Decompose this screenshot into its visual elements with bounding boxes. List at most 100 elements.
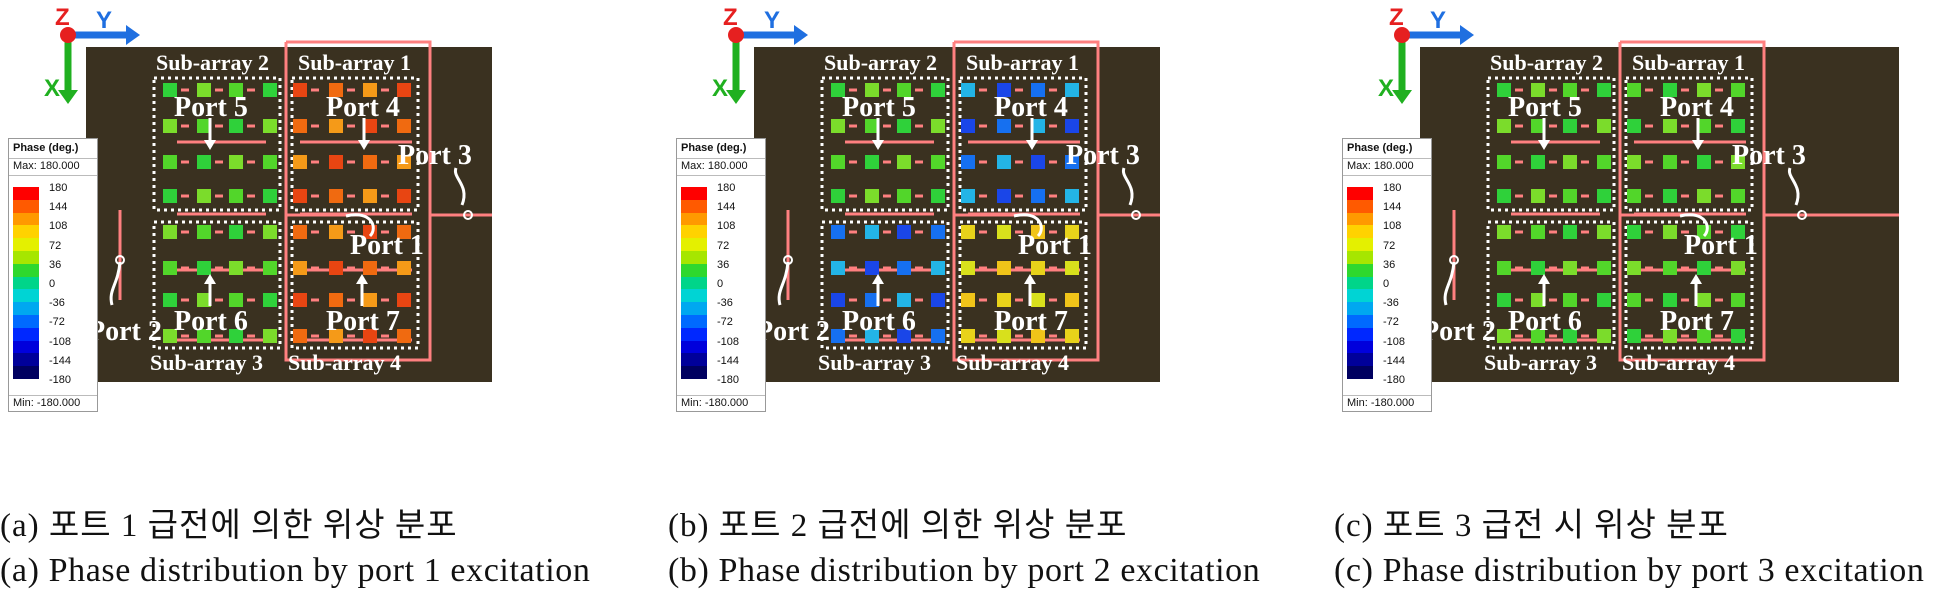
legend-tick-label: -108 — [49, 335, 72, 348]
radiating-patch — [197, 261, 211, 275]
legend-tick-label: 180 — [717, 182, 736, 194]
radiating-patch — [865, 155, 879, 169]
radiating-patch — [293, 155, 307, 169]
radiating-patch — [329, 293, 343, 307]
port2-curved-arrow — [777, 261, 790, 306]
patch-feed-dash — [1549, 230, 1557, 234]
arrow-head — [872, 140, 884, 150]
patch-feed-dash — [979, 88, 987, 92]
radiating-patch — [363, 155, 377, 169]
radiating-patch — [1697, 83, 1711, 97]
caption-english: (b) Phase distribution by port 2 excitat… — [668, 552, 1261, 589]
radiating-patch — [831, 189, 845, 203]
patch-feed-dash — [347, 194, 355, 198]
legend-tick-label: 0 — [1383, 278, 1390, 290]
patch-feed-dash — [247, 194, 255, 198]
radiating-patch — [197, 225, 211, 239]
patch-feed-dash — [347, 124, 355, 128]
patch-feed-dash — [979, 230, 987, 234]
colorbar-segment — [1347, 263, 1373, 277]
radiating-patch — [1663, 293, 1677, 307]
patch-feed-dash — [311, 298, 319, 302]
arrow-head — [1024, 274, 1036, 284]
radiating-patch — [329, 329, 343, 343]
sub-array-box — [290, 76, 420, 212]
radiating-patch — [961, 329, 975, 343]
patch-feed-dash — [215, 298, 223, 302]
patch-feed-dash — [181, 160, 189, 164]
colorbar-segment — [13, 302, 39, 315]
arrow-head — [1026, 140, 1038, 150]
sub-array-box — [820, 76, 950, 212]
patch-feed-dash — [181, 124, 189, 128]
port4-label: Port 4 — [994, 92, 1068, 123]
y-axis-label: Y — [96, 7, 112, 34]
radiating-patch — [865, 119, 879, 133]
radiating-patch — [1031, 155, 1045, 169]
patch-feed-dash — [1515, 160, 1523, 164]
radiating-patch — [997, 155, 1011, 169]
x-axis-label: X — [712, 75, 728, 102]
patch-feed-dash — [1515, 230, 1523, 234]
colorbar-segment — [681, 238, 707, 251]
patch-feed-dash — [1681, 124, 1689, 128]
radiating-patch — [931, 261, 945, 275]
colorbar-segment — [681, 199, 707, 213]
patch-feed-dash — [1549, 124, 1557, 128]
colorbar-segment — [1347, 187, 1373, 200]
patch-feed-dash — [915, 88, 923, 92]
arrow-head — [204, 274, 216, 284]
radiating-patch — [1627, 261, 1641, 275]
radiating-patch — [831, 83, 845, 97]
patch-feed-dash — [1645, 266, 1653, 270]
patch-feed-dash — [849, 88, 857, 92]
patch-feed-dash — [181, 88, 189, 92]
patch-feed-dash — [979, 160, 987, 164]
radiating-patch — [831, 293, 845, 307]
legend-tick-label: 72 — [1383, 239, 1396, 252]
patch-feed-dash — [1015, 266, 1023, 270]
arrow-head — [872, 274, 884, 284]
legend-tick-label: -36 — [49, 297, 65, 310]
patch-feed-dash — [1581, 266, 1589, 270]
patch-feed-dash — [883, 88, 891, 92]
radiating-patch — [397, 189, 411, 203]
sub2-label: Sub-array 2 — [1490, 50, 1603, 75]
port4-label: Port 4 — [1660, 92, 1734, 123]
patch-feed-dash — [181, 194, 189, 198]
radiating-patch — [363, 261, 377, 275]
patch-feed-dash — [311, 88, 319, 92]
patch-feed-dash — [215, 194, 223, 198]
x-axis-arrow-head — [726, 90, 746, 104]
radiating-patch — [1065, 119, 1079, 133]
radiating-patch — [865, 225, 879, 239]
radiating-patch — [865, 261, 879, 275]
legend-tick-label: 144 — [1383, 201, 1402, 214]
sub3-label: Sub-array 3 — [150, 350, 263, 375]
patch-feed-dash — [1515, 124, 1523, 128]
patch-feed-dash — [1515, 334, 1523, 338]
colorbar-segment — [13, 353, 39, 367]
radiating-patch — [1563, 225, 1577, 239]
port3-label: Port 3 — [398, 140, 472, 171]
patch-feed-dash — [1049, 124, 1057, 128]
radiating-patch — [1563, 155, 1577, 169]
radiating-patch — [1663, 189, 1677, 203]
radiating-patch — [163, 329, 177, 343]
radiating-patch — [163, 189, 177, 203]
radiating-patch — [1627, 155, 1641, 169]
radiating-patch — [897, 119, 911, 133]
patch-feed-dash — [381, 266, 389, 270]
radiating-patch — [1531, 119, 1545, 133]
radiating-patch — [1497, 293, 1511, 307]
sub4-label: Sub-array 4 — [956, 350, 1069, 375]
radiating-patch — [1531, 225, 1545, 239]
radiating-patch — [293, 293, 307, 307]
legend-tick-label: 0 — [49, 278, 56, 290]
colorbar-segment — [681, 289, 707, 303]
colorbar-segment — [681, 302, 707, 315]
arrow-head — [1538, 274, 1550, 284]
patch-feed-dash — [311, 124, 319, 128]
legend-tick-label: -144 — [1383, 354, 1406, 367]
patch-feed-dash — [849, 194, 857, 198]
